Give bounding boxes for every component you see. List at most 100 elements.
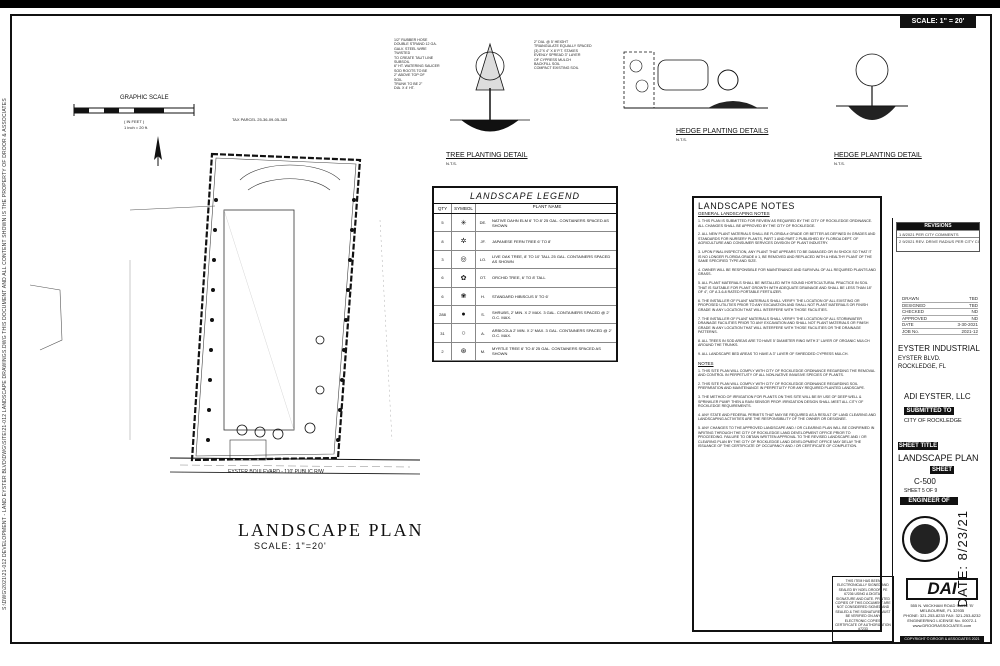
road-label: EYSTER BOULEVARD - 110' PUBLIC R/W — [228, 469, 324, 475]
firm-website[interactable]: www.DROORASSOCIATES.com — [912, 623, 972, 628]
note-item: 6. THE INSTALLER OF PLANT MATERIALS SHAL… — [698, 298, 868, 312]
legend-symbol-icon: ✿ — [452, 269, 476, 287]
meta-label: DRAWN — [902, 296, 919, 301]
hedge-detail-nts: N.T.S. — [676, 137, 687, 142]
meta-label: APPROVED — [902, 315, 928, 321]
project-address-2: ROCKLEDGE, FL — [898, 364, 947, 370]
legend-code: A. — [481, 330, 485, 336]
sheet-title: LANDSCAPE PLAN — [898, 453, 979, 463]
legend-title: LANDSCAPE LEGEND — [434, 188, 616, 204]
plan-scale: SCALE: 1"=20' — [254, 541, 327, 551]
client-name: ADI EYSTER, LLC — [904, 392, 971, 401]
hedge-detail-title: HEDGE PLANTING DETAILS — [676, 128, 769, 135]
legend-symbol-icon: ● — [452, 305, 476, 324]
legend-symbol-icon: ✳ — [452, 214, 476, 232]
sheet-label: SHEET — [930, 466, 954, 474]
legend-plant-name: LIVE OAK TREE, 8' TO 10' TALL 25 GAL. CO… — [492, 254, 611, 265]
legend-row: 2⊛M.MYRTLE TREE 6' TO 8' 25 GAL. CONTAIN… — [434, 342, 616, 362]
firm-logo: DAI — [906, 578, 978, 600]
legend-plant-name: MYRTLE TREE 6' TO 8' 25 GAL. CONTAINERS … — [492, 346, 601, 357]
legend-qty: 8 — [434, 232, 452, 250]
note-item: 5. ALL PLANT MATERIALS SHALL BE INSTALLE… — [698, 280, 872, 295]
note-item: 7. THE INSTALLER OF PLANT MATERIALS SHAL… — [698, 316, 869, 335]
note-item: 4. OWNER WILL BE RESPONSIBLE FOR MAINTEN… — [698, 267, 876, 277]
north-arrow-icon — [154, 136, 162, 166]
legend-code: DE. — [479, 220, 487, 226]
legend-code: S. — [481, 312, 485, 318]
title-block — [892, 218, 982, 644]
meta-row: APPROVED ND — [902, 315, 979, 322]
seal-emblem — [910, 524, 940, 554]
legend-plant-name: NATIVE DAHN ELM 6' TO 8' 25 GAL. CONTAIN… — [492, 217, 609, 228]
copyright: COPYRIGHT © DROOR & ASSOCIATES 2021 — [900, 636, 984, 642]
top-band — [0, 0, 1000, 8]
project-name: EYSTER INDUSTRIAL — [898, 344, 980, 353]
legend-plant-name: STANDARD HIBISCUS 5' TO 6' — [492, 293, 549, 299]
legend-code: LO. — [479, 256, 487, 262]
sheet-border — [10, 14, 992, 644]
legend-row: 5✳DE.NATIVE DAHN ELM 6' TO 8' 25 GAL. CO… — [434, 214, 616, 233]
legend-rows: 5✳DE.NATIVE DAHN ELM 6' TO 8' 25 GAL. CO… — [434, 214, 616, 362]
legend-symbol-icon: ○ — [452, 324, 476, 342]
landscape-notes: LANDSCAPE NOTES GENERAL LANDSCAPING NOTE… — [692, 196, 882, 632]
plan-title: LANDSCAPE PLAN — [238, 520, 424, 540]
legend-qty: 3 — [434, 250, 452, 269]
legend-row: 8✲JF.JAPANESE FERN TREE 6' TO 8' — [434, 232, 616, 251]
note-item: 8. ALL TREES IN SOD AREAS ARE TO HAVE 5'… — [698, 338, 870, 348]
shrub-detail-nts: N.T.S. — [834, 161, 845, 166]
legend-row: 6✿OT.ORCHID TREE, 6' TO 8' TALL — [434, 269, 616, 288]
meta-label: JOB No. — [902, 328, 920, 334]
note-item: 5. ANY CHANGES TO THE APPROVED LANDSCAPE… — [698, 426, 875, 449]
meta-value: TBD — [969, 302, 978, 308]
legend-code: M. — [480, 348, 486, 354]
legend-code: JF. — [480, 238, 486, 244]
legend-code: OT. — [479, 275, 487, 281]
engineer-seal — [902, 516, 948, 562]
submitted-label: SUBMITTED TO — [904, 407, 954, 415]
tree-detail-notes-right: 2" DIA. @ 5' HEIGHT TRIANGULATE EQUALLY … — [534, 40, 592, 71]
shrub-detail-title: HEDGE PLANTING DETAIL — [834, 152, 922, 159]
graphic-scale-bar — [73, 104, 195, 116]
engineer-label: ENGINEER OF RECORD — [900, 497, 958, 512]
revision-row: 2 9/2021 REV. DRIVE RADIUS PER CITY COMM… — [897, 237, 979, 244]
revisions-title: REVISIONS — [897, 223, 979, 230]
note-item: 2. ALL NEW PLANT MATERIALS SHALL BE FLOR… — [698, 232, 876, 246]
legend-code: H. — [481, 293, 485, 299]
legend-plant-name: ARBICOLA 2' MIN. X 2' MAX. 3 GAL. CONTAI… — [492, 328, 612, 339]
legend-row: 3◎LO. LIVE OAK TREE, 8' TO 10' TALL 25 GA… — [434, 250, 616, 270]
notes-subtitle: GENERAL LANDSCAPING NOTES — [698, 211, 770, 216]
meta-label: CHECKED — [902, 309, 925, 314]
legend-qty: 2 — [434, 342, 452, 361]
note-item: 3. UPON FINAL INSPECTION, ANY PLANT THAT… — [698, 249, 872, 264]
shrub-planting-detail — [836, 53, 908, 120]
notes-list: 1. THIS PLAN IS SUBMITTED FOR REVIEW AS … — [698, 219, 876, 357]
legend-qty: 31 — [434, 324, 452, 342]
note-item: 1. THIS SITE PLAN WILL COMPLY WITH CITY … — [698, 368, 876, 378]
legend-symbol-icon: ◎ — [452, 250, 476, 269]
legend-header: QTY SYMBOL PLANT NAME — [434, 204, 616, 214]
landscape-legend: LANDSCAPE LEGEND QTY SYMBOL PLANT NAME 5… — [432, 186, 618, 362]
legend-qty: 288 — [434, 305, 452, 324]
sheet-of: SHEET 5 OF 9 — [904, 488, 938, 494]
legend-plant-name: JAPANESE FERN TREE 6' TO 8' — [492, 238, 552, 244]
meta-value: ND — [971, 315, 979, 321]
note-item: 4. ANY STATE AND FEDERAL PERMITS THAT MA… — [698, 412, 876, 422]
legend-qty: 6 — [434, 269, 452, 287]
note-item: 1. THIS PLAN IS SUBMITTED FOR REVIEW AS … — [698, 219, 873, 228]
tree-detail-nts: N.T.S. — [446, 161, 457, 166]
legend-row: 6❀H.STANDARD HIBISCUS 5' TO 6' — [434, 287, 616, 306]
revisions-table: REVISIONS 1 8/2021 PER CITY COMMENTS 2 9… — [896, 222, 980, 252]
hedge-planting-detail — [623, 51, 768, 109]
legend-row: 288●S.SHRUBS, 2' MIN. X 2' MAX. 3 GAL. C… — [434, 305, 616, 325]
tree-planting-detail — [450, 42, 530, 132]
legend-row: 31○ A. ARBICOLA 2' MIN. X 2' MAX. 3 GAL. C… — [434, 324, 616, 343]
tree-detail-notes-left: 1/2" RUBBER HOSE DOUBLE STRAND 12 GA. GA… — [394, 38, 440, 91]
firm-address-2: MELBOURNE, FL 32935 — [919, 608, 965, 613]
meta-value: 3-30-2021 — [957, 322, 978, 327]
revision-row: 1 8/2021 PER CITY COMMENTS — [897, 230, 979, 237]
